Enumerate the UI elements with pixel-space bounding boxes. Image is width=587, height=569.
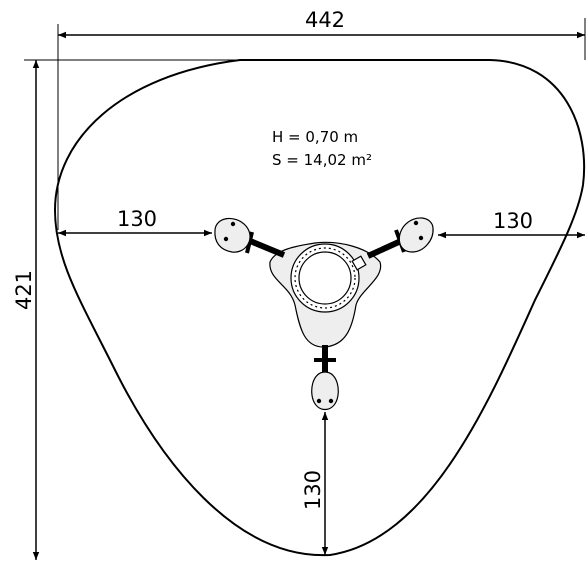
- dimension-label-right-clearance: 130: [493, 209, 533, 233]
- height-note: H = 0,70 m: [272, 128, 358, 146]
- dimension-label-left-clearance: 130: [117, 207, 157, 231]
- bottom-seat-icon: [311, 371, 339, 411]
- bottom-seat-hole-1: [316, 398, 322, 404]
- dimension-label-bottom-clearance: 130: [301, 470, 325, 510]
- spinner-equipment: [214, 217, 434, 411]
- right-seat-hole-1: [418, 235, 424, 241]
- safety-zone-outline: [53, 59, 586, 557]
- hub-inner-ring: [298, 251, 352, 305]
- right-seat-hole-2: [413, 220, 419, 226]
- bottom-seat-hole-2: [328, 398, 334, 404]
- left-seat-hole-2: [230, 221, 236, 227]
- left-seat-icon: [214, 217, 251, 253]
- hub-ring-dashes: [294, 247, 356, 309]
- right-seat-icon: [398, 217, 434, 253]
- surface-note: S = 14,02 m²: [272, 151, 372, 169]
- left-seat-hole-1: [223, 236, 229, 242]
- dimension-label-height: 421: [12, 270, 36, 310]
- hub-handle: [351, 255, 367, 271]
- dimension-label-width: 442: [305, 8, 345, 32]
